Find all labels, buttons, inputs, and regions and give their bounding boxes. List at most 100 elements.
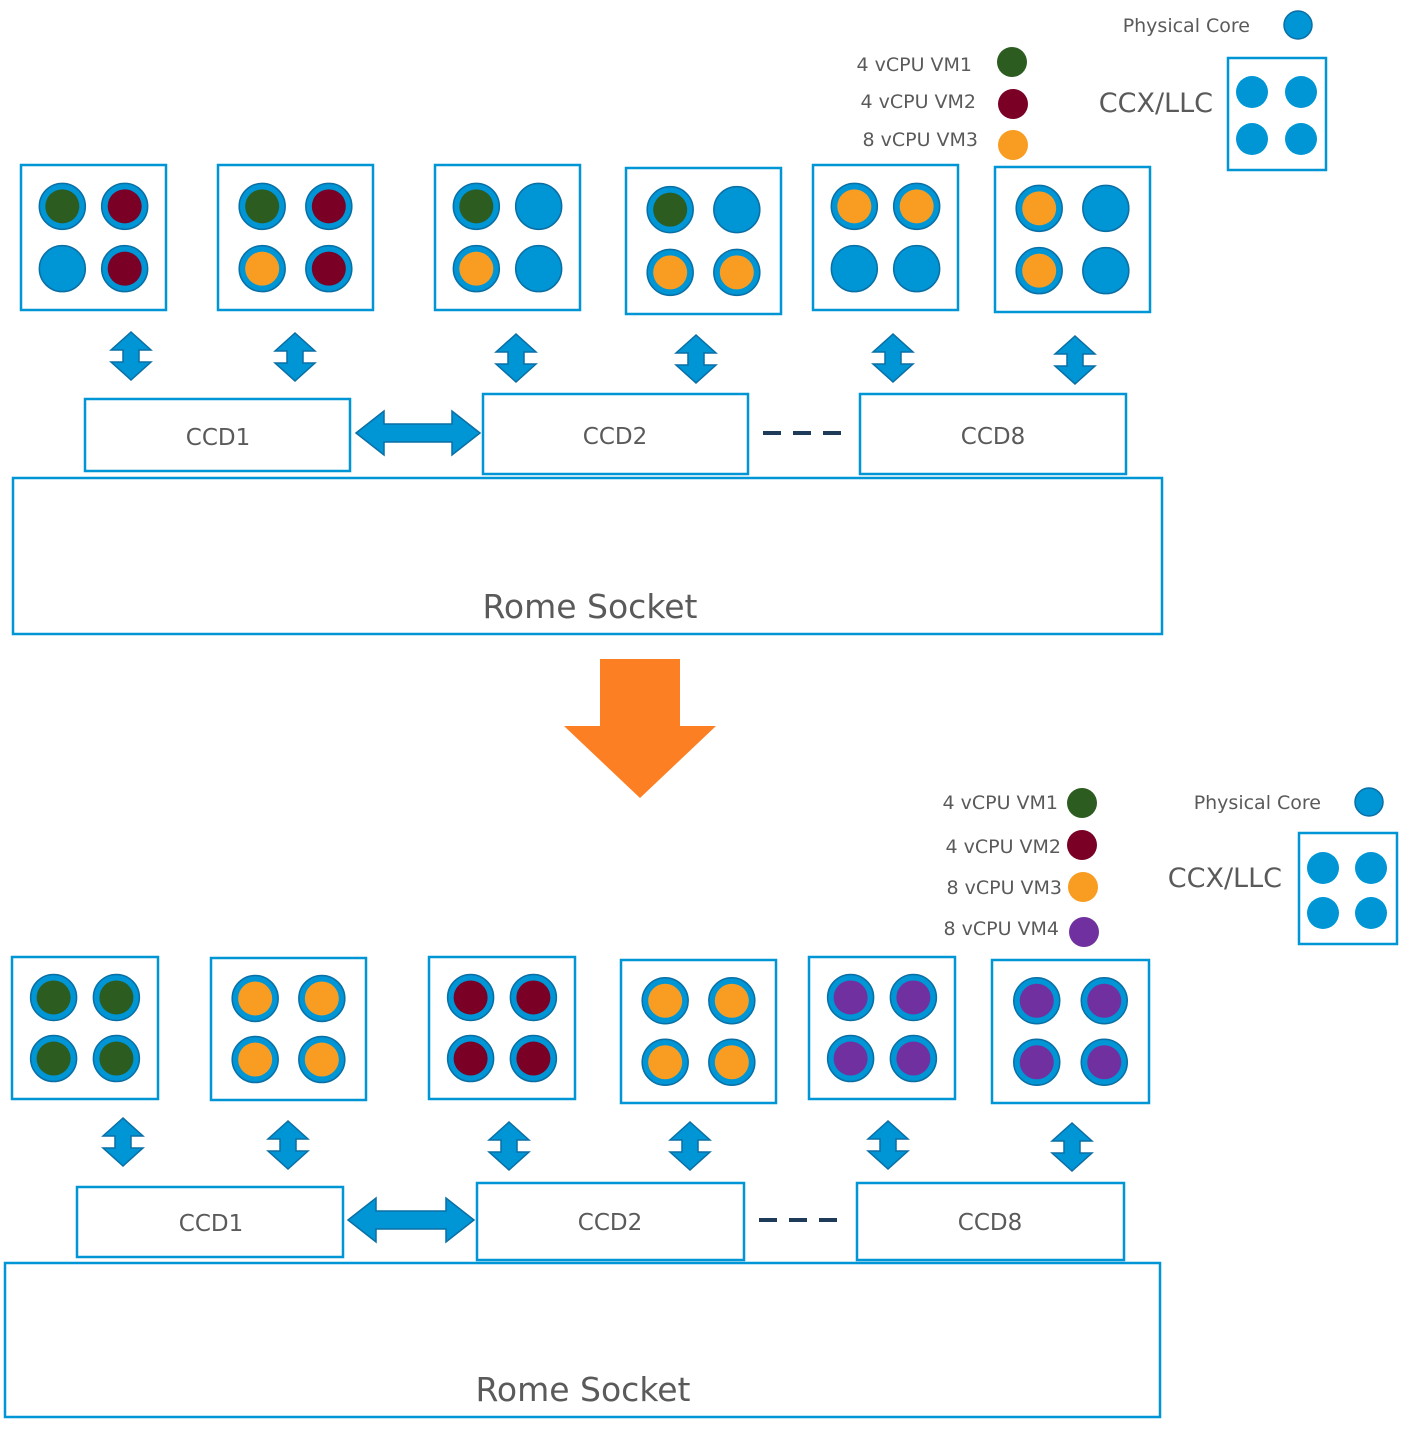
top-legend: Physical Core CCX/LLC 4 vCPU VM1 4 vCPU … [856,10,1328,172]
bottom-ccx-link-arrow [267,1120,309,1170]
bottom-legend-ccx-core-icon [1355,897,1387,929]
vcpu-assignment-vm4 [1087,983,1122,1018]
bottom-legend-vm3-label: 8 vCPU VM3 [946,877,1062,899]
physical-core [830,244,879,293]
top-ccx-box-6 [993,165,1152,314]
top-ccx-link-arrow [495,333,537,383]
vcpu-assignment-vm3 [245,251,280,286]
bottom-legend-ccx-core-icon [1307,897,1339,929]
bottom-vertical-arrows [102,1117,1093,1172]
top-ccd8-box [858,392,1128,476]
top-legend-ccx-core-icon [1285,76,1317,108]
bottom-ccx-boxes [10,955,1151,1105]
bottom-legend-vm2-label: 4 vCPU VM2 [945,836,1061,858]
vcpu-assignment-vm4 [1019,1045,1054,1080]
bottom-legend-vm1-label: 4 vCPU VM1 [942,792,1058,814]
bottom-legend-vm1-swatch [1067,788,1097,818]
bottom-ccx-link-arrow [488,1121,530,1171]
top-rome-socket [11,476,1164,636]
top-vertical-arrows [110,331,1096,385]
physical-core [1082,246,1130,295]
vcpu-assignment-vm1 [36,980,71,1015]
vcpu-assignment-vm4 [833,1041,868,1076]
top-ccx-box-5 [811,163,960,312]
bottom-ccd8-box [855,1181,1126,1262]
top-ccx-box-1 [19,163,168,312]
vcpu-assignment-vm3 [653,255,688,290]
vcpu-assignment-vm1 [36,1041,71,1076]
vcpu-assignment-vm2 [453,1041,488,1076]
top-ccx-box-4 [624,166,783,316]
top-legend-vm2-swatch [998,89,1028,119]
bottom-legend-vm2-swatch [1067,830,1097,860]
vcpu-assignment-vm2 [516,980,551,1015]
vcpu-assignment-vm4 [1087,1045,1122,1080]
physical-core [38,244,87,293]
top-legend-physical-core-label: Physical Core [1123,15,1250,37]
top-ccx-box-3 [433,163,582,312]
vcpu-assignment-vm3 [837,189,872,224]
vcpu-assignment-vm3 [1022,253,1057,288]
vcpu-assignment-vm2 [311,251,346,286]
vcpu-assignment-vm3 [1022,191,1057,226]
physical-core [713,185,761,234]
vcpu-assignment-vm1 [653,192,688,227]
top-ccx-link-arrow [675,334,717,384]
top-legend-ccx-core-icon [1285,123,1317,155]
top-ccx-link-arrow [872,333,914,383]
top-ccx-link-arrow [110,331,152,381]
top-legend-vm3-swatch [998,130,1028,160]
bottom-legend-ccx-box [1297,831,1399,946]
vcpu-assignment-vm4 [833,980,868,1015]
vcpu-assignment-vm3 [714,1045,749,1080]
bottom-panel: Physical Core CCX/LLC 4 vCPU VM1 4 vCPU … [3,787,1399,1419]
bottom-rome-socket [3,1261,1162,1419]
vcpu-assignment-vm1 [45,189,80,224]
top-ccd-interconnect-arrow [354,409,482,457]
bottom-legend-physical-core-label: Physical Core [1194,792,1321,814]
bottom-ccx-link-arrow [867,1120,909,1170]
physical-core [1082,184,1130,233]
vcpu-assignment-vm2 [453,980,488,1015]
bottom-legend: Physical Core CCX/LLC 4 vCPU VM1 4 vCPU … [942,787,1399,947]
vcpu-assignment-vm3 [238,981,273,1016]
top-rome-socket-label: Rome Socket [482,587,697,626]
vcpu-assignment-vm3 [648,983,683,1018]
top-panel: Physical Core CCX/LLC 4 vCPU VM1 4 vCPU … [11,10,1328,636]
top-legend-vm3-label: 8 vCPU VM3 [862,129,978,151]
top-ccd1-label: CCD1 [186,425,250,451]
bottom-ccx-box-3 [427,955,577,1101]
bottom-legend-ccx-core-icon [1355,852,1387,884]
bottom-ccx-box-5 [807,955,957,1101]
vcpu-assignment-vm3 [719,255,754,290]
vcpu-assignment-vm3 [304,1042,339,1077]
vcpu-assignment-vm1 [245,189,280,224]
vcpu-assignment-vm4 [896,980,931,1015]
top-ccx-box-2 [216,163,375,312]
vcpu-assignment-vm1 [99,1041,134,1076]
vcpu-assignment-vm3 [459,251,494,286]
bottom-legend-ccx-llc-label: CCX/LLC [1168,863,1282,894]
bottom-ccx-box-1 [10,955,160,1101]
top-ccd2-box [481,392,750,476]
vcpu-assignment-vm4 [1019,983,1054,1018]
bottom-ccx-link-arrow [1051,1122,1093,1172]
vcpu-assignment-vm3 [899,189,934,224]
top-ccx-link-arrow [1054,335,1096,385]
vcpu-assignment-vm3 [714,983,749,1018]
bottom-legend-vm3-swatch [1068,872,1098,902]
bottom-ccd1-box [75,1185,345,1259]
top-legend-ccx-llc-label: CCX/LLC [1099,88,1213,119]
bottom-legend-vm4-label: 8 vCPU VM4 [943,918,1059,940]
bottom-ccd2-label: CCD2 [578,1210,642,1236]
bottom-legend-physical-core-icon [1354,787,1384,817]
top-legend-physical-core-icon [1283,10,1313,40]
vcpu-assignment-vm2 [107,251,142,286]
physical-core [514,182,563,231]
bottom-legend-vm4-swatch [1069,917,1099,947]
bottom-rome-socket-label: Rome Socket [475,1370,690,1409]
bottom-ccd-interconnect-arrow [346,1196,476,1244]
top-legend-ccx-box [1226,56,1328,172]
top-ccd1-box [83,397,352,473]
bottom-ccx-box-2 [209,956,368,1102]
